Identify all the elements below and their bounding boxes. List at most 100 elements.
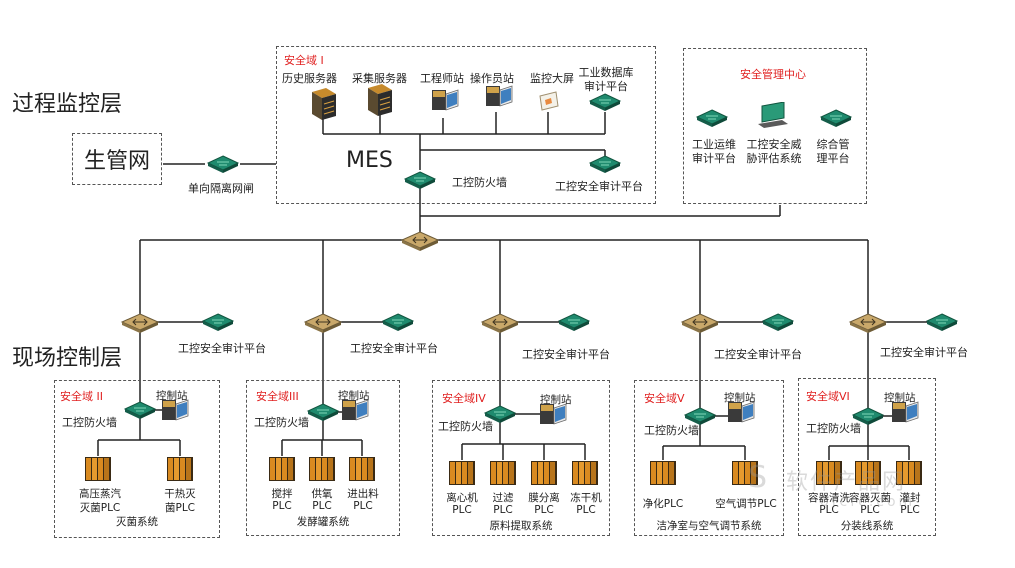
core-switch-icon [401,231,439,252]
zone4-plc-3-l2: PLC [534,504,554,516]
zone3-plc-3-l2: PLC [353,500,373,512]
zone2-plc-2-icon [167,457,193,481]
zone1-firewall-label: 工控防火墙 [452,176,507,189]
zone3-firewall-label: 工控防火墙 [254,416,309,429]
operator-station-icon [485,85,513,107]
zone4-plc-1-l1: 离心机 [446,492,478,504]
zone-6-title: 安全域VI [806,390,850,403]
zone6-audit-icon [926,313,958,332]
zone5-switch-icon [681,313,719,334]
zone2-plc-2-l2: 菌PLC [164,502,195,514]
zone4-plc-1-icon [449,461,475,485]
zone4-firewall-icon [484,405,516,424]
process-layer-label: 过程监控层 [12,92,123,117]
zone6-plc-1-l2: PLC [819,504,839,516]
zone4-system-label: 原料提取系统 [489,520,553,532]
zone4-plc-2-l1: 过滤 [492,492,514,504]
zone3-switch-icon [304,313,342,334]
zone3-plc-1-l2: PLC [272,500,292,512]
zone2-plc-1-icon [85,457,111,481]
zone-3-box [246,380,400,536]
zone4-plc-2-icon [490,461,516,485]
zone4-plc-3-l1: 膜分离 [528,492,560,504]
zone6-station-label: 控制站 [884,392,916,404]
history-server-label: 历史服务器 [282,72,337,85]
zone2-station-label: 控制站 [156,390,188,402]
security-center-title: 安全管理中心 [740,68,806,81]
zone2-audit-icon [202,313,234,332]
db-audit-label-1: 工业数据库 [578,66,634,79]
operator-station-label: 操作员站 [470,72,514,85]
zone5-audit-label: 工控安全审计平台 [714,348,802,361]
zone-3-title: 安全域III [256,390,299,403]
monitor-screen-label: 监控大屏 [530,72,574,85]
zone3-plc-3-l1: 进出料 [347,488,379,500]
zone-4-box [432,380,610,536]
history-server-icon [311,88,337,121]
zone4-plc-2-l2: PLC [493,504,513,516]
field-layer-label: 现场控制层 [12,346,123,371]
zone5-firewall-icon [684,407,716,426]
zone4-station-icon [539,403,567,425]
zone2-plc-2-l1: 干热灭 [164,488,196,500]
zone5-plc-1-icon [650,461,676,485]
zone5-station-icon [727,401,755,423]
watermark-logo-icon: S [748,460,768,495]
integrated-mgmt-icon [820,109,852,128]
zone6-firewall-icon [852,407,884,426]
zone4-audit-icon [558,313,590,332]
zone3-audit-label: 工控安全审计平台 [350,342,438,355]
zone5-station-label: 控制站 [724,392,756,404]
security-center-box [683,48,867,204]
zone-2-title: 安全域 II [60,390,103,403]
zone5-plc-2-l1: 空气调节PLC [715,498,777,510]
zone6-station-icon [891,401,919,423]
zone4-station-label: 控制站 [540,394,572,406]
zone-6-box [798,378,936,536]
zone-4-title: 安全域IV [442,392,486,405]
zone2-switch-icon [121,313,159,334]
engineer-station-icon [431,89,459,111]
integrated-mgmt-label-2: 理平台 [816,152,850,165]
zone-5-box [634,380,784,536]
zone4-firewall-label: 工控防火墙 [438,420,493,433]
zone4-plc-3-icon [531,461,557,485]
zone4-plc-1-l2: PLC [452,504,472,516]
monitor-screen-icon [539,91,559,111]
watermark-text: 软件产品网 [786,470,907,495]
ops-audit-label-2: 审计平台 [692,152,736,165]
zone2-firewall-icon [124,401,156,420]
zone1-firewall-icon [404,171,436,190]
zone2-firewall-label: 工控防火墙 [62,416,117,429]
zone3-plc-1-icon [269,457,295,481]
zone6-plc-3-l1: 灌封 [899,492,921,504]
ops-audit-label-1: 工业运维 [692,138,736,151]
ops-audit-icon [696,109,728,128]
gateway-label: 单向隔离网闸 [188,182,254,195]
zone-2-box [54,380,220,538]
mes-label: MES [346,148,393,173]
zone1-audit-label: 工控安全审计平台 [555,180,643,193]
zone3-system-label: 发酵罐系统 [296,516,350,528]
zone3-station-icon [341,399,369,421]
db-audit-label-2: 审计平台 [584,80,628,93]
zone2-audit-label: 工控安全审计平台 [178,342,266,355]
zone6-plc-2-l2: PLC [860,504,880,516]
production-net-box [72,133,162,185]
production-net-label: 生管网 [83,149,150,174]
engineer-station-label: 工程师站 [420,72,464,85]
zone4-audit-label: 工控安全审计平台 [522,348,610,361]
zone3-plc-1-l1: 搅拌 [271,488,293,500]
zone5-system-label: 洁净室与空气调节系统 [656,520,762,532]
zone3-audit-icon [382,313,414,332]
zone2-plc-1-l1: 高压蒸汽 [79,488,121,500]
zone-1-title: 安全域 I [284,54,324,67]
zone6-audit-label: 工控安全审计平台 [880,346,968,359]
zone3-firewall-icon [307,403,339,422]
watermark-subtext: ofcfc.com [820,494,916,510]
zone4-switch-icon [481,313,519,334]
threat-assess-label-2: 胁评估系统 [746,152,802,165]
zone4-plc-4-l2: PLC [576,504,596,516]
threat-assess-label-1: 工控安全威 [746,138,802,151]
